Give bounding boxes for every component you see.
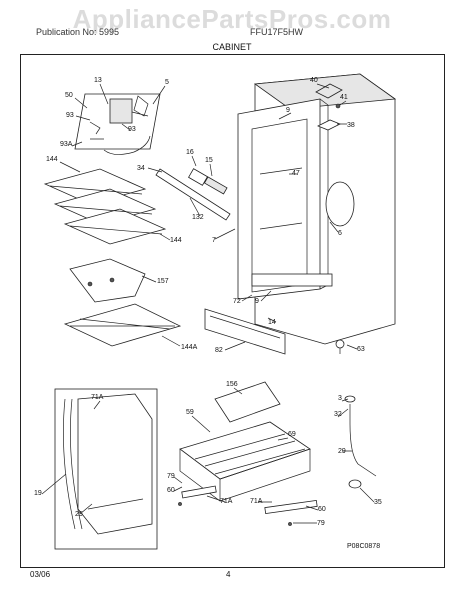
callout-59: 59 [186, 409, 194, 416]
callout-93: 93 [66, 112, 74, 119]
wire-shelves-upper [43, 168, 167, 245]
kick-plate [204, 308, 286, 355]
section-title: CABINET [212, 42, 252, 52]
callout-60-b: 60 [318, 506, 326, 513]
callout-72: 72 [233, 298, 241, 305]
callout-29: 29 [338, 448, 346, 455]
basket-slides [178, 485, 318, 526]
callout-15: 15 [205, 157, 213, 164]
callout-93-b: 93 [128, 126, 136, 133]
callout-16: 16 [186, 149, 194, 156]
callout-13: 13 [94, 77, 102, 84]
callout-34: 34 [137, 165, 145, 172]
shelf-bracket [69, 258, 146, 303]
callout-71A: 71A [91, 394, 104, 401]
model-number: FFU17F5HW [250, 27, 304, 37]
callout-71A-b: 71A [220, 498, 233, 505]
callout-19: 19 [34, 490, 42, 497]
callout-9: 9 [286, 107, 290, 114]
callout-47: 47 [292, 170, 300, 177]
callout-93A: 93A [60, 141, 73, 148]
callout-5: 5 [165, 79, 169, 86]
callout-144A: 144A [181, 344, 198, 351]
diagram-border [20, 54, 445, 568]
callout-157: 157 [157, 278, 169, 285]
callout-82: 82 [215, 347, 223, 354]
footer-page: 4 [226, 570, 231, 579]
publication-number: Publication No: 5995 [36, 27, 120, 37]
callout-6: 6 [338, 230, 342, 237]
freezer-basket [179, 381, 311, 502]
callout-32: 32 [334, 411, 342, 418]
callout-79-b: 79 [317, 520, 325, 527]
callout-9-b: 9 [255, 298, 259, 305]
callout-38: 38 [347, 122, 355, 129]
door-liner [54, 388, 158, 550]
fan-motor-assembly [74, 93, 161, 155]
watermark-text: AppliancePartsPros.com [72, 4, 392, 34]
callout-144-b: 144 [170, 237, 182, 244]
callout-3: 3 [338, 395, 342, 402]
cabinet-body [237, 73, 397, 345]
diagram-code: P08C0878 [347, 543, 380, 550]
callout-79: 79 [167, 473, 175, 480]
thermostat-assembly [155, 168, 231, 221]
callout-71A-c: 71A [250, 498, 263, 505]
callout-35: 35 [374, 499, 382, 506]
callout-7: 7 [212, 237, 216, 244]
callout-156: 156 [226, 381, 238, 388]
footer-date: 03/06 [30, 570, 51, 579]
callout-69: 69 [288, 431, 296, 438]
callout-63: 63 [357, 346, 365, 353]
exploded-parts-diagram: 13 5 50 93 93 93A 144 34 16 15 132 7 144… [20, 54, 445, 568]
callout-144: 144 [46, 156, 58, 163]
callout-40: 40 [310, 77, 318, 84]
wire-shelf-bottom [63, 303, 182, 347]
drain-assembly [344, 395, 377, 489]
diagram-frame: 13 5 50 93 93 93A 144 34 16 15 132 7 144… [20, 54, 445, 568]
callout-132: 132 [192, 214, 204, 221]
callout-41: 41 [340, 94, 348, 101]
callout-14: 14 [268, 319, 276, 326]
callout-60: 60 [167, 487, 175, 494]
leveling-leg [335, 339, 345, 354]
callout-25: 25 [75, 511, 83, 518]
callout-50: 50 [65, 92, 73, 99]
